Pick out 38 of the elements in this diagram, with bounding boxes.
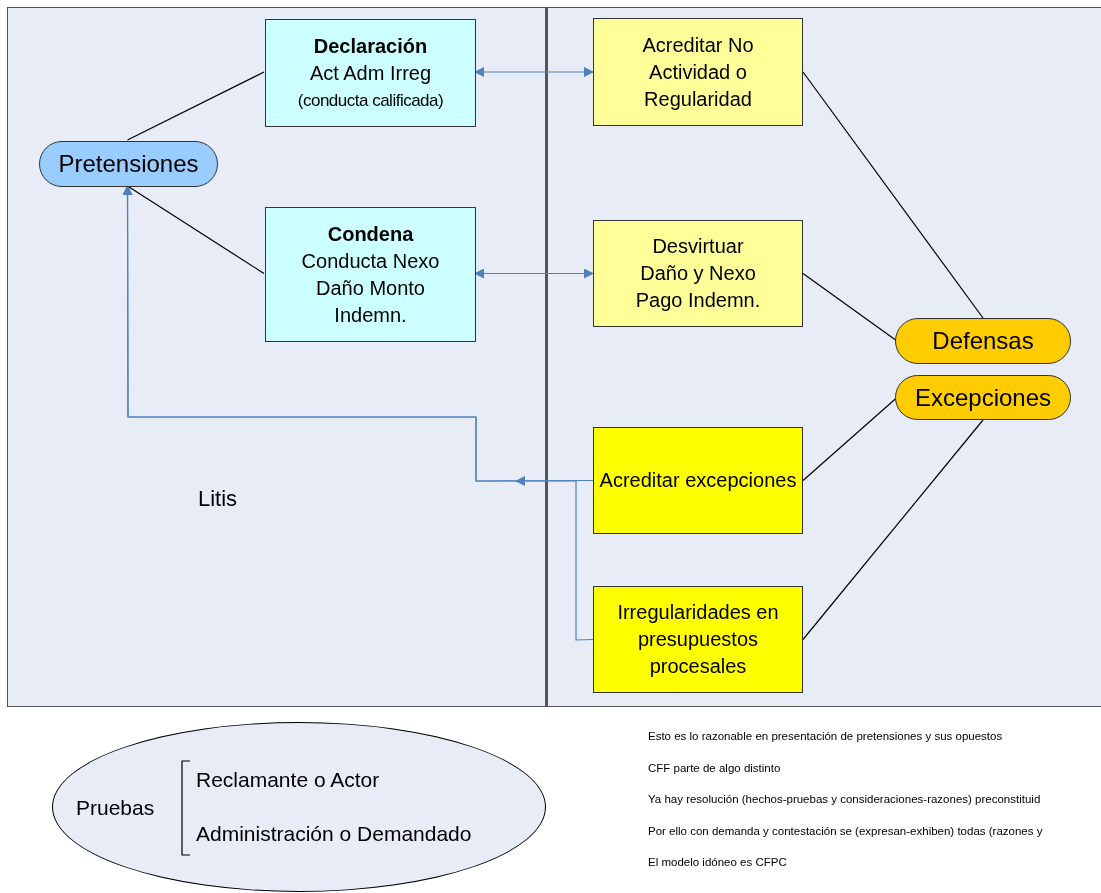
- note-text: Esto es lo razonable en presentación de pretensiones y sus opuestos: [648, 730, 1003, 742]
- box-text: Acreditar No Actividad o Regularidad: [641, 32, 755, 112]
- box-text: Acreditar excepciones: [599, 468, 797, 493]
- process-box: [265, 207, 476, 342]
- connector-line: [802, 71, 984, 319]
- connector-line: [126, 71, 265, 141]
- ellipse-title: Pruebas: [76, 796, 155, 820]
- box-text: Conducta Nexo Daño Monto Indemn.: [300, 248, 441, 328]
- panel-title: Litis: [198, 486, 238, 512]
- box-text: Pretensiones: [58, 150, 199, 178]
- process-box: [265, 19, 476, 127]
- rounded-label: [895, 318, 1071, 364]
- rounded-label: [39, 141, 218, 187]
- note-text: CFF parte de algo distinto: [648, 761, 781, 774]
- arrow: [122, 185, 594, 641]
- box-text: Desvirtuar Daño y Nexo Pago Indemn.: [634, 234, 762, 313]
- box-text: Irregularidades en presupuestos procesales: [616, 600, 780, 679]
- list-item: Reclamante o Actor: [196, 768, 380, 792]
- litis-panel: [7, 7, 546, 707]
- note-text: Por ello con demanda y contestación se (expresan-exhiben) todas (razones y: [648, 824, 1043, 837]
- box-text: Excepciones: [914, 383, 1052, 412]
- box-text: Defensas: [932, 327, 1034, 355]
- process-box: [593, 18, 803, 126]
- box-heading: Condena: [327, 221, 414, 247]
- process-box: [593, 427, 803, 534]
- rounded-label: [895, 375, 1071, 420]
- box-text: Act Adm Irreg: [309, 60, 432, 86]
- process-box: [593, 586, 803, 693]
- connector-line: [126, 185, 265, 275]
- list-item: Administración o Demandado: [196, 822, 472, 846]
- process-box: [593, 220, 803, 327]
- box-heading: Declaración: [313, 33, 428, 59]
- arrow: [474, 268, 594, 279]
- connector-line: [802, 419, 984, 641]
- arrow: [474, 67, 594, 77]
- note-text: Ya hay resolución (hechos-pruebas y consideraciones-razones) preconstituid: [648, 793, 1041, 805]
- box-text: (conducta calificada): [297, 89, 444, 112]
- note-text: El modelo idóneo es CFPC: [648, 856, 787, 868]
